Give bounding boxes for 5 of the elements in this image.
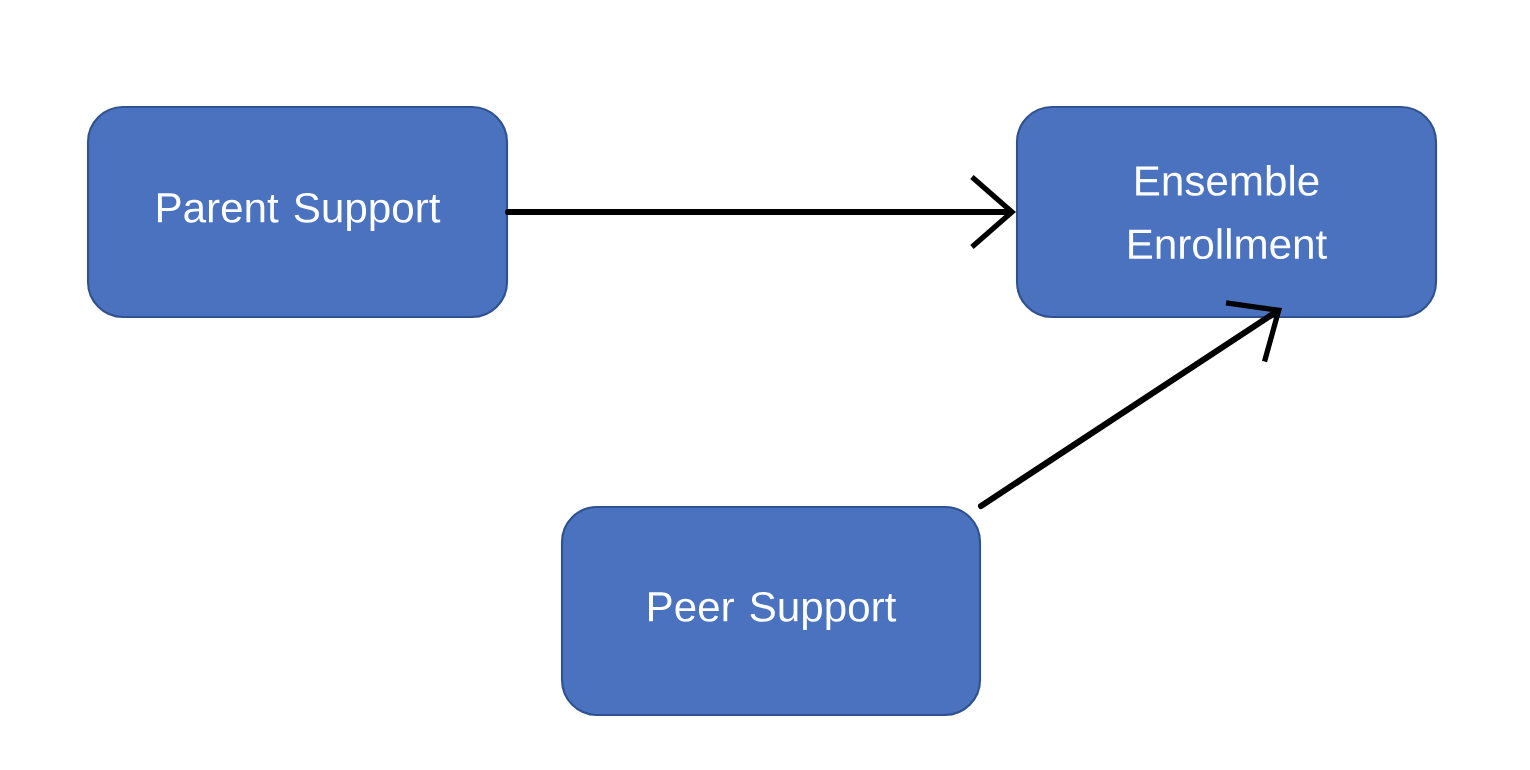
process-box: Peer Support (560, 505, 982, 717)
process-box: Ensemble Enrollment (1015, 105, 1438, 319)
process-box: Parent Support (86, 105, 509, 319)
arrow (505, 175, 1016, 249)
arrow (978, 300, 1283, 510)
